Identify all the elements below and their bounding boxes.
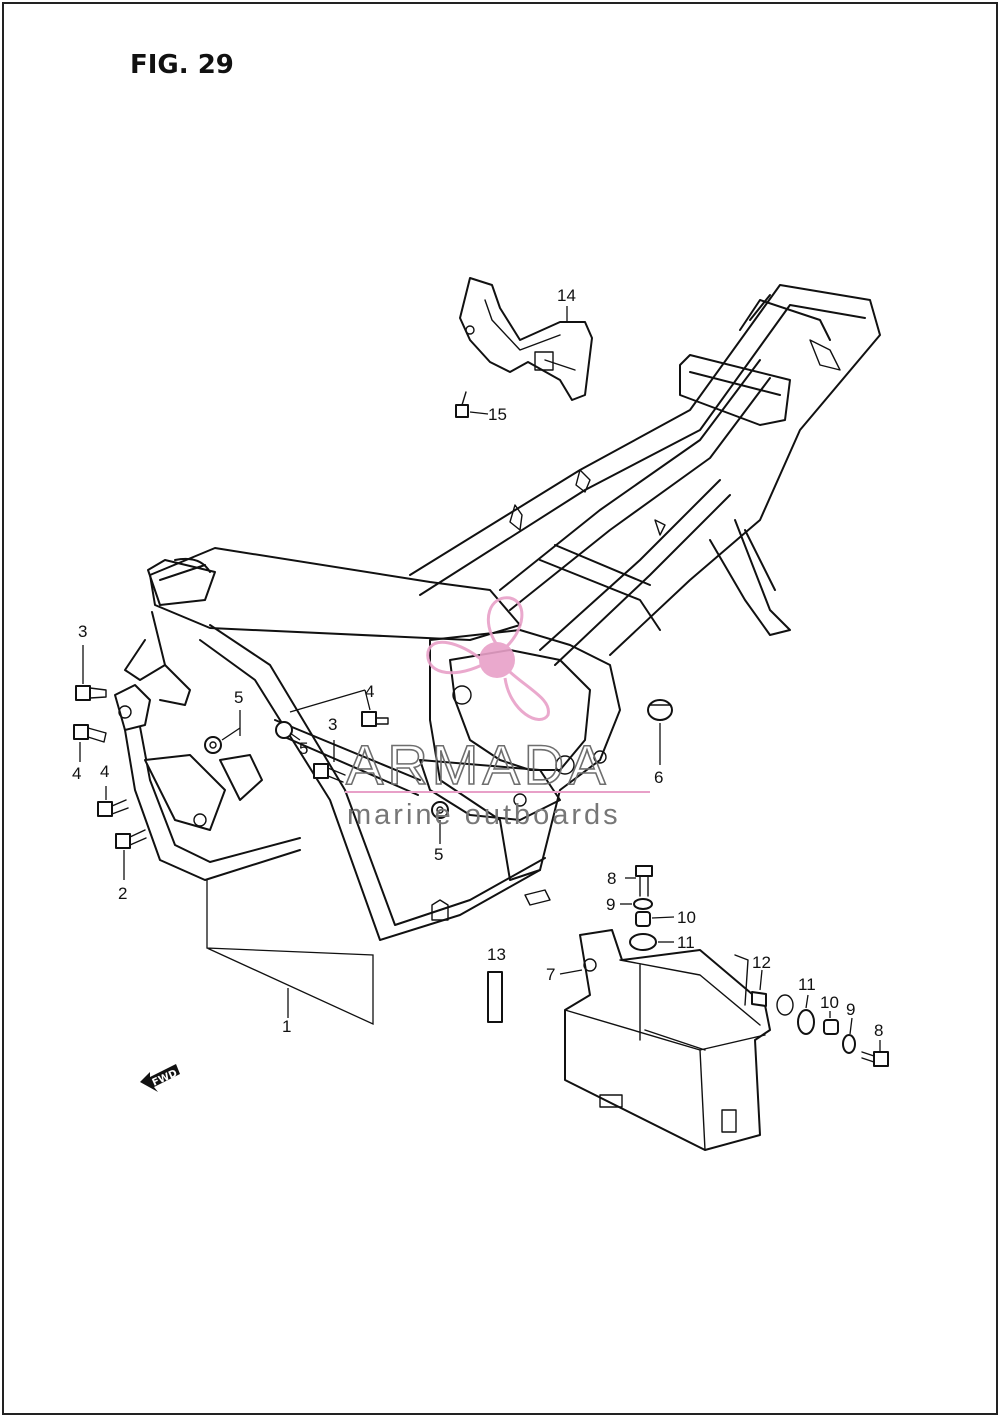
bolt-part-2	[115, 829, 147, 849]
washer-part-9-top	[633, 898, 653, 910]
plug-part-6	[647, 699, 673, 721]
callout-10-top: 10	[677, 908, 696, 927]
nut-part-5-center	[275, 721, 293, 739]
watermark: ARMADA marine outboards	[345, 596, 650, 831]
callout-11-top: 11	[677, 933, 695, 952]
bolt-part-4-center	[361, 711, 389, 727]
callout-numbers: 3 4 4 2 5 5 3 4 5 6 14 15 1 13 7 8 9 10 …	[72, 286, 883, 1040]
callout-6: 6	[654, 768, 663, 787]
callout-4-left: 4	[72, 764, 81, 783]
bolt-part-15	[455, 391, 469, 418]
callout-2: 2	[118, 884, 127, 903]
figure-title: FIG. 29	[130, 50, 234, 80]
callout-13: 13	[487, 945, 506, 964]
callout-8-right: 8	[874, 1021, 883, 1040]
callout-1: 1	[282, 1017, 291, 1036]
bracket-part-14	[459, 277, 593, 401]
nut-part-5-left	[204, 736, 222, 754]
callout-8-top: 8	[607, 869, 616, 888]
collar-part-10-top	[635, 911, 651, 927]
nut-part-5-right	[431, 801, 449, 819]
grommet-part-11-right	[797, 1009, 815, 1035]
watermark-brand: ARMADA	[346, 733, 610, 796]
forward-arrow-icon: FWD	[140, 1064, 180, 1092]
label-part-13	[487, 971, 503, 1023]
main-frame-part-1	[114, 284, 881, 1026]
callout-12: 12	[752, 953, 771, 972]
bolt-part-4-left-lower	[97, 799, 129, 817]
callout-15: 15	[488, 405, 507, 424]
callout-3-center: 3	[328, 715, 337, 734]
callout-10-right: 10	[820, 993, 839, 1012]
battery-holder-part-7	[564, 929, 771, 1151]
grommet-part-11-top	[629, 933, 657, 951]
bolt-part-4-left-upper	[73, 724, 107, 743]
bolt-part-3-center	[313, 763, 346, 783]
clip-part-12	[751, 991, 794, 1016]
leader-lines	[79, 306, 881, 1052]
bolt-part-3-left	[75, 685, 107, 701]
callout-5-center: 5	[299, 739, 308, 758]
callout-5-left: 5	[234, 688, 243, 707]
callout-5-right: 5	[434, 845, 443, 864]
callout-4-left-lower: 4	[100, 762, 109, 781]
callout-14: 14	[557, 286, 576, 305]
callout-7: 7	[546, 965, 555, 984]
callout-9-right: 9	[846, 1000, 855, 1019]
washer-part-9-right	[842, 1034, 856, 1054]
callout-4-center: 4	[365, 682, 374, 701]
collar-part-10-right	[823, 1019, 839, 1035]
bolt-part-8-top	[635, 865, 653, 897]
callout-3-left: 3	[78, 622, 87, 641]
watermark-tagline: marine outboards	[347, 799, 621, 831]
bolt-part-8-right	[861, 1051, 889, 1067]
propeller-logo-icon	[426, 596, 550, 721]
callout-9-top: 9	[606, 895, 615, 914]
callout-11-right: 11	[798, 975, 816, 994]
